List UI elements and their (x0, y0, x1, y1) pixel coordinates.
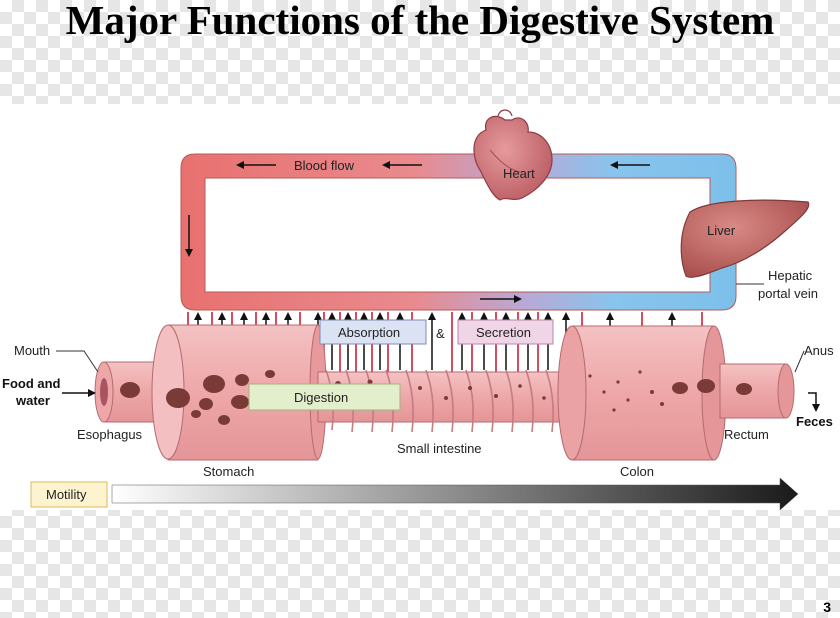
mouth-label: Mouth (14, 343, 50, 358)
esophagus-label: Esophagus (77, 427, 143, 442)
blood-vessel-loop (180, 153, 737, 311)
food-water-label-line1: Food and (2, 376, 61, 391)
food-water-label-line2: water (15, 393, 50, 408)
hepatic-label-line2: portal vein (758, 286, 818, 301)
hepatic-label-line1: Hepatic (768, 268, 813, 283)
absorption-box (319, 319, 427, 345)
secretion-box (457, 319, 554, 345)
blood-flow-arrows (185, 161, 650, 303)
colon (557, 325, 727, 461)
digestion-label: Digestion (294, 390, 348, 405)
heart-organ (473, 109, 553, 201)
motility-label: Motility (46, 487, 87, 502)
colon-label: Colon (620, 464, 654, 479)
rectum (719, 363, 795, 419)
ampersand-label: & (436, 326, 445, 341)
liver-label: Liver (707, 223, 736, 238)
motility-bar (111, 477, 799, 511)
feces-label: Feces (796, 414, 833, 429)
liver-organ (680, 199, 810, 278)
rectum-label: Rectum (724, 427, 769, 442)
motility-box (30, 481, 108, 508)
absorption-label: Absorption (338, 325, 400, 340)
feces-output-arrow (808, 392, 820, 412)
anus-leader (794, 350, 805, 373)
gi-tract (94, 324, 795, 461)
anus-label: Anus (804, 343, 834, 358)
page-title: Major Functions of the Digestive System (65, 0, 775, 43)
stomach-label: Stomach (203, 464, 254, 479)
secretion-label: Secretion (476, 325, 531, 340)
page-number: 3 (823, 599, 831, 615)
mouth-leader (56, 350, 99, 373)
heart-label: Heart (503, 166, 535, 181)
digestion-box (248, 383, 401, 411)
small-intestine-label: Small intestine (397, 441, 482, 456)
blood-flow-label: Blood flow (294, 158, 355, 173)
